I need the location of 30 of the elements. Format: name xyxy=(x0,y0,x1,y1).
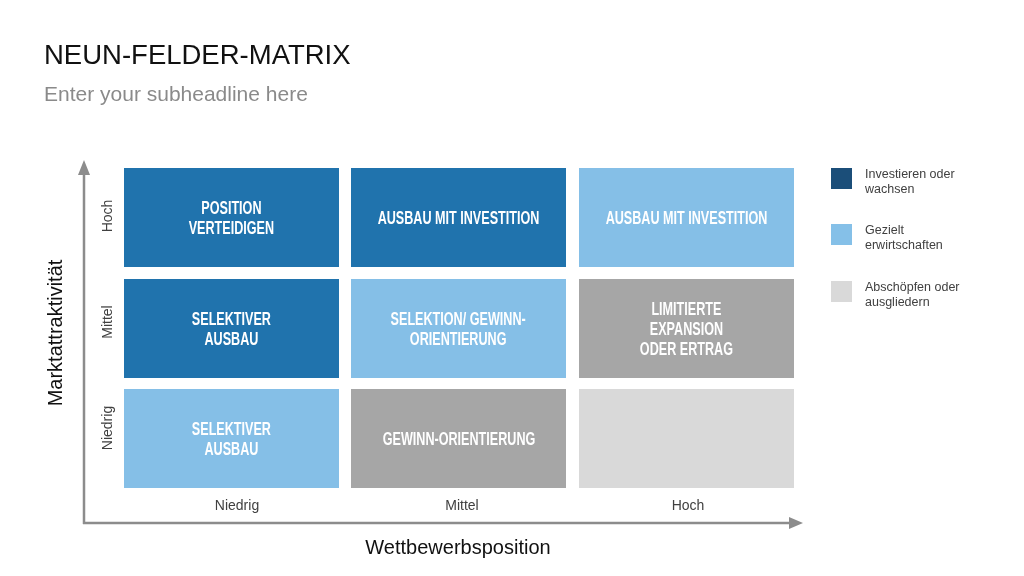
strategy-field xyxy=(579,168,794,267)
legend-text: Gezielt erwirtschaften xyxy=(865,223,944,253)
strategy-field xyxy=(124,168,339,267)
field-label: SELEKTIVER AUSBAU xyxy=(190,308,273,349)
strategy-field xyxy=(124,389,339,488)
field-label: GEWINN-ORIENTIERUNG xyxy=(382,428,535,449)
axis-title: Marktattraktivität xyxy=(43,259,67,407)
strategy-field xyxy=(579,389,794,488)
legend-text: Investieren oder wachsen xyxy=(865,167,956,197)
field-label: POSITION VERTEIDIGEN xyxy=(187,197,276,238)
strategy-field xyxy=(351,389,566,488)
field-label: LIMITIERTE EXPANSION ODER ERTRAG xyxy=(638,298,735,359)
axis-label: Mittel xyxy=(445,496,479,514)
axis-label: Hoch xyxy=(98,199,116,233)
field-label: SELEKTIVER AUSBAU xyxy=(190,418,273,459)
strategy-field xyxy=(124,279,339,378)
axis-label: Niedrig xyxy=(98,405,116,451)
strategy-field xyxy=(351,279,566,378)
field-label: AUSBAU MIT INVESTITION xyxy=(377,207,540,228)
field-label: SELEKTION/ GEWINN-ORIENTIERUNG xyxy=(389,308,528,349)
axis-title: Wettbewerbsposition xyxy=(365,535,551,559)
axis-label: Mittel xyxy=(98,305,116,339)
field-label: AUSBAU MIT INVESTITION xyxy=(605,207,768,228)
strategy-field xyxy=(579,279,794,378)
subheadline: Enter your subheadline here xyxy=(44,82,308,107)
strategy-field xyxy=(351,168,566,267)
axis-label: Niedrig xyxy=(214,496,260,514)
axis-label: Hoch xyxy=(671,496,705,514)
slide-title: NEUN-FELDER-MATRIX xyxy=(44,39,351,71)
legend-text: Abschöpfen oder ausgliedern xyxy=(865,280,961,310)
